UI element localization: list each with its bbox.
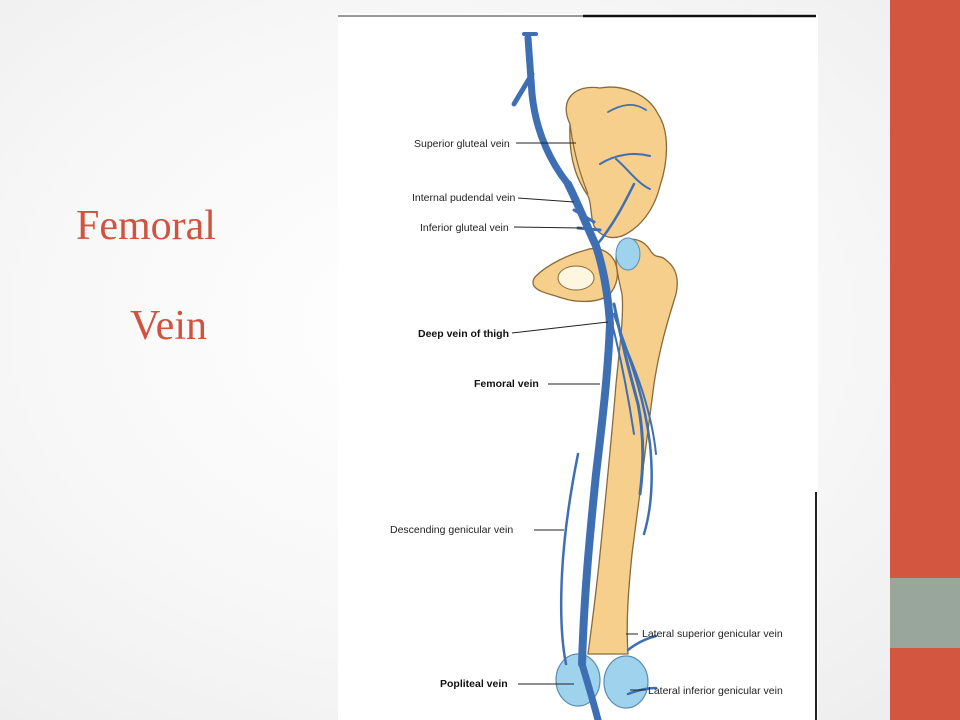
label-descending-genicular-vein: Descending genicular vein bbox=[390, 524, 513, 536]
femoral-vein-diagram: Superior gluteal vein Internal pudendal … bbox=[338, 14, 818, 720]
descending-genicular-vein bbox=[559, 452, 580, 666]
superior-gluteal-branch bbox=[599, 153, 651, 165]
femoral-head bbox=[615, 237, 641, 271]
perforating-vein bbox=[619, 333, 657, 455]
label-leaders bbox=[511, 142, 646, 691]
label-inferior-gluteal-vein: Inferior gluteal vein bbox=[420, 222, 509, 234]
label-femoral-vein: Femoral vein bbox=[474, 378, 539, 390]
diagram-svg: Superior gluteal vein Internal pudendal … bbox=[338, 14, 817, 720]
sacral-notch bbox=[569, 123, 589, 195]
gluteal-branch bbox=[607, 104, 647, 113]
femoral-vein-path bbox=[564, 180, 615, 668]
slide-title-line-1: Femoral bbox=[76, 203, 216, 249]
lateral-superior-genicular-vein bbox=[626, 634, 658, 652]
superior-gluteal-branch bbox=[615, 158, 651, 190]
label-lateral-superior-genicular-vein: Lateral superior genicular vein bbox=[642, 628, 783, 640]
slide-title-line-2: Vein bbox=[130, 303, 207, 349]
branch bbox=[594, 182, 636, 248]
label-popliteal-vein: Popliteal vein bbox=[440, 678, 508, 690]
perforating-vein bbox=[605, 299, 635, 435]
obturator-foramen bbox=[557, 265, 595, 291]
internal-pudendal-branch bbox=[572, 208, 596, 224]
label-deep-vein-of-thigh: Deep vein of thigh bbox=[418, 328, 509, 340]
accent-bar-top bbox=[890, 0, 960, 578]
internal-iliac-branch bbox=[511, 71, 535, 107]
femur bbox=[587, 238, 678, 655]
accent-bar-bottom bbox=[890, 648, 960, 720]
label-lateral-inferior-genicular-vein: Lateral inferior genicular vein bbox=[648, 685, 783, 697]
label-superior-gluteal-vein: Superior gluteal vein bbox=[414, 138, 510, 150]
vein-network bbox=[511, 32, 658, 720]
label-internal-pudendal-vein: Internal pudendal vein bbox=[412, 192, 515, 204]
accent-bar-middle bbox=[890, 578, 960, 648]
lateral-condyle bbox=[603, 655, 649, 709]
popliteal-vein bbox=[578, 660, 602, 720]
hip-bone bbox=[565, 86, 668, 239]
common-iliac-vein bbox=[524, 34, 572, 188]
